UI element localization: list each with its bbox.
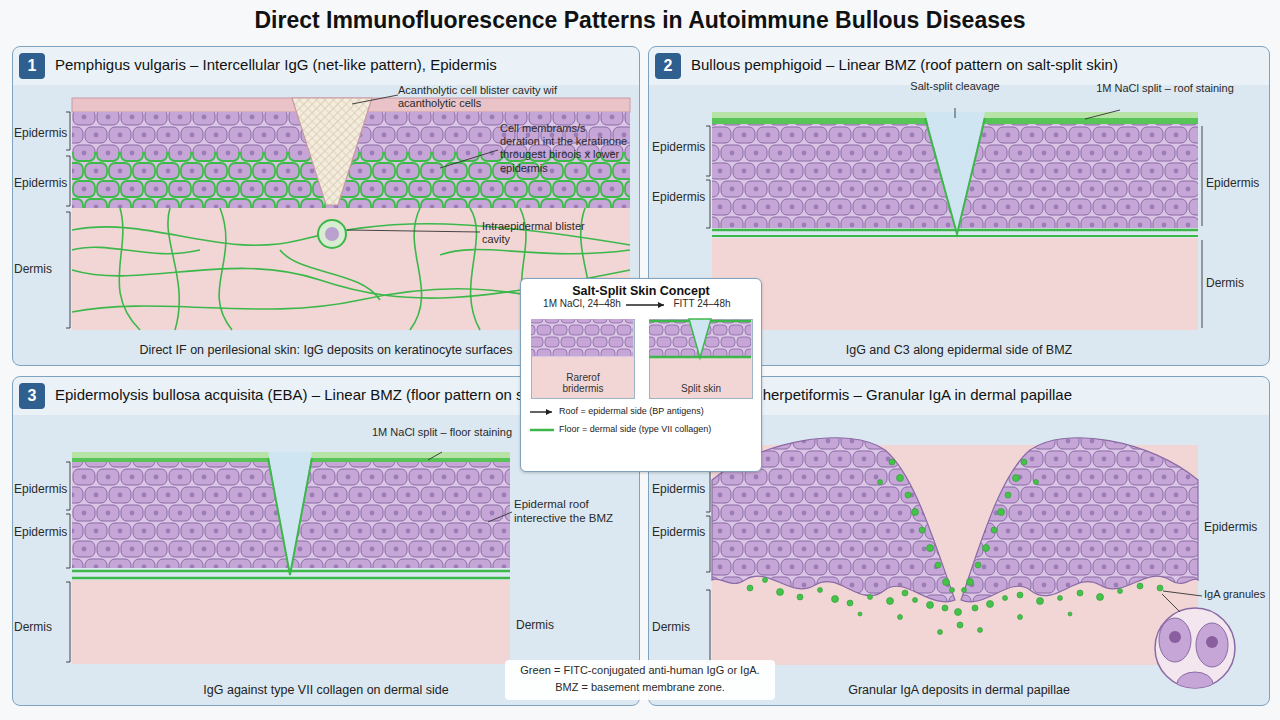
annotation: Intraepidermal blister cavity [482, 220, 612, 246]
diagram-title: Direct Immunofluorescence Patterns in Au… [0, 7, 1280, 34]
panel-number: 3 [19, 383, 45, 409]
annotation: Acantholytic cell blister cavity wif aca… [398, 84, 588, 110]
layer-label: Epidermis [1206, 176, 1268, 190]
layer-label: Epidermis [652, 482, 710, 496]
note: BMZ = basement membrane zone. [500, 681, 780, 694]
layer-label: Epidermis [1204, 520, 1266, 534]
annotation: IgA granules [1204, 588, 1268, 601]
skin-sketch: Split skin [649, 319, 753, 399]
step-label: 1M NaCl, 24–48h [532, 298, 632, 310]
layer-label: Dermis [1206, 276, 1268, 290]
legend-text: Roof = epidermal side (BP antigens) [559, 406, 704, 416]
annotation: 1M NaCl split – roof staining [1090, 82, 1240, 95]
sketch-label: Split skin [650, 383, 752, 394]
sketch-label: Rarerof bridermis [532, 372, 634, 394]
legend-text: Floor = dermal side (type VII collagen) [559, 424, 711, 434]
panel-heading: Pemphigus vulgaris – Intercellular IgG (… [55, 56, 629, 75]
panel-number-text: 3 [28, 387, 37, 405]
panel-caption: Granular IgA deposits in dermal papillae [649, 683, 1269, 697]
annotation: Salt-split cleavage [910, 80, 1000, 93]
panel-heading: Dermatitis herpetiformis – Granular IgA … [691, 386, 1259, 405]
layer-label: Epidermis [652, 525, 710, 539]
layer-label: Dermis [14, 620, 70, 634]
step-label: FITT 24–48h [652, 298, 752, 310]
layer-label: Epidermis [14, 482, 70, 496]
legend: Roof = epidermal side (BP antigens) Floor… [559, 405, 759, 441]
layer-label: Dermis [14, 262, 70, 276]
layer-label: Epidermis [652, 140, 710, 154]
panel-number-text: 1 [28, 57, 37, 75]
panel-number: 1 [19, 53, 45, 79]
panel-heading: Bullous pemphigoid – Linear BMZ (roof pa… [691, 56, 1259, 75]
layer-label: Epidermis [14, 176, 70, 190]
note: Green = FITC-conjugated anti-human IgG o… [500, 664, 780, 677]
legend-item: Floor = dermal side (type VII collagen) [559, 423, 759, 435]
layer-label: Dermis [516, 618, 576, 632]
layer-label: Epidermis [14, 525, 70, 539]
concept-title: Salt-Split Skin Concept [521, 284, 761, 298]
annotation: Epidermal roof interective the BMZ [514, 498, 614, 526]
legend-item: Roof = epidermal side (BP antigens) [559, 405, 759, 417]
panel-caption: IgG against type VII collagen on dermal … [13, 683, 639, 697]
annotation: 1M NaCl split – floor staining [372, 426, 512, 439]
skin-sketch: Rarerof bridermis [531, 319, 635, 399]
layer-label: Dermis [652, 620, 710, 634]
panel-number: 2 [655, 53, 681, 79]
layer-label: Epidermis [14, 126, 70, 140]
layer-label: Epidermis [652, 190, 710, 204]
annotation: Cell membrams/s deration int the keratin… [500, 122, 628, 175]
panel-number-text: 2 [664, 57, 673, 75]
